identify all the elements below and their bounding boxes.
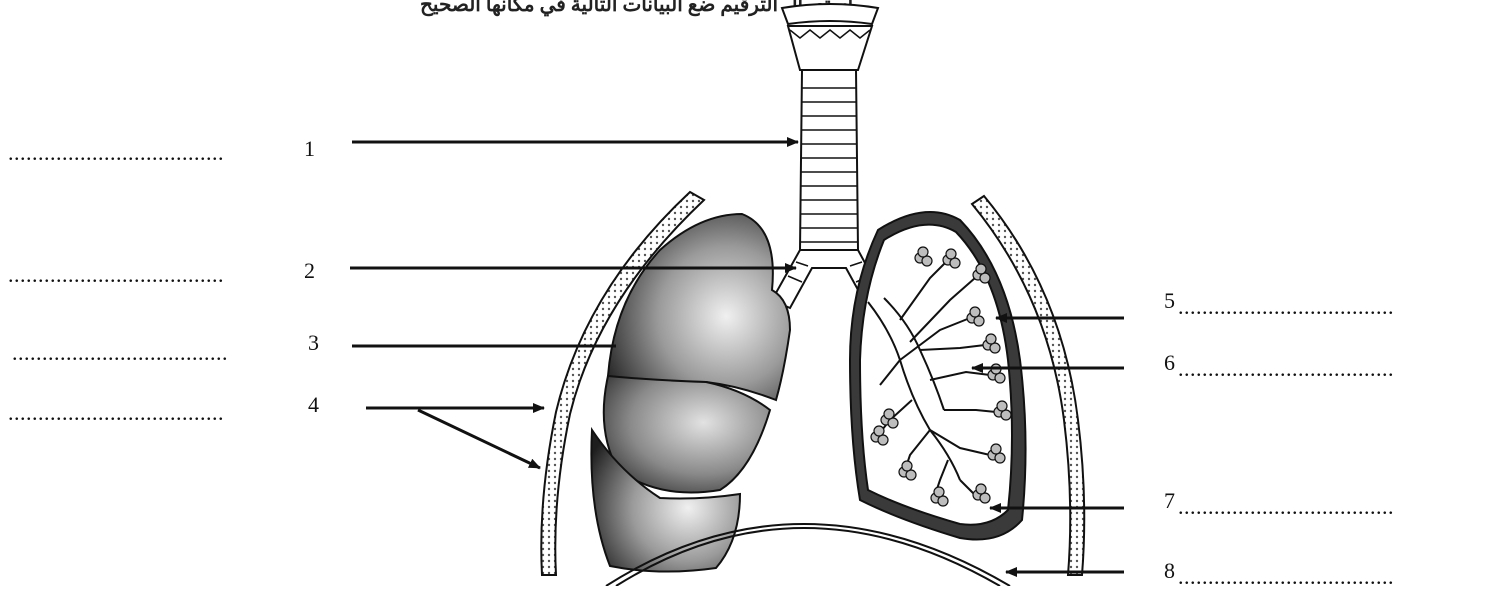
label-number-8: 8 — [1164, 560, 1175, 582]
trachea — [800, 70, 858, 250]
label-number-1: 1 — [304, 138, 315, 160]
label-number-5: 5 — [1164, 290, 1175, 312]
answer-blank-8[interactable]: .................................... — [1178, 566, 1394, 588]
label-number-3: 3 — [308, 332, 319, 354]
answer-blank-5[interactable]: .................................... — [1178, 296, 1394, 318]
answer-blank-6[interactable]: .................................... — [1178, 358, 1394, 380]
answer-blank-2[interactable]: .................................... — [8, 264, 224, 286]
answer-blank-3[interactable]: .................................... — [12, 342, 228, 364]
label-number-4: 4 — [308, 394, 319, 416]
answer-blank-4[interactable]: .................................... — [8, 402, 224, 424]
answer-blank-1[interactable]: .................................... — [8, 142, 224, 164]
label-number-7: 7 — [1164, 490, 1175, 512]
larynx — [782, 4, 878, 70]
label-number-6: 6 — [1164, 352, 1175, 374]
label-number-2: 2 — [304, 260, 315, 282]
pointer-4b — [418, 410, 540, 468]
answer-blank-7[interactable]: .................................... — [1178, 496, 1394, 518]
right-lung-section — [850, 212, 1026, 540]
